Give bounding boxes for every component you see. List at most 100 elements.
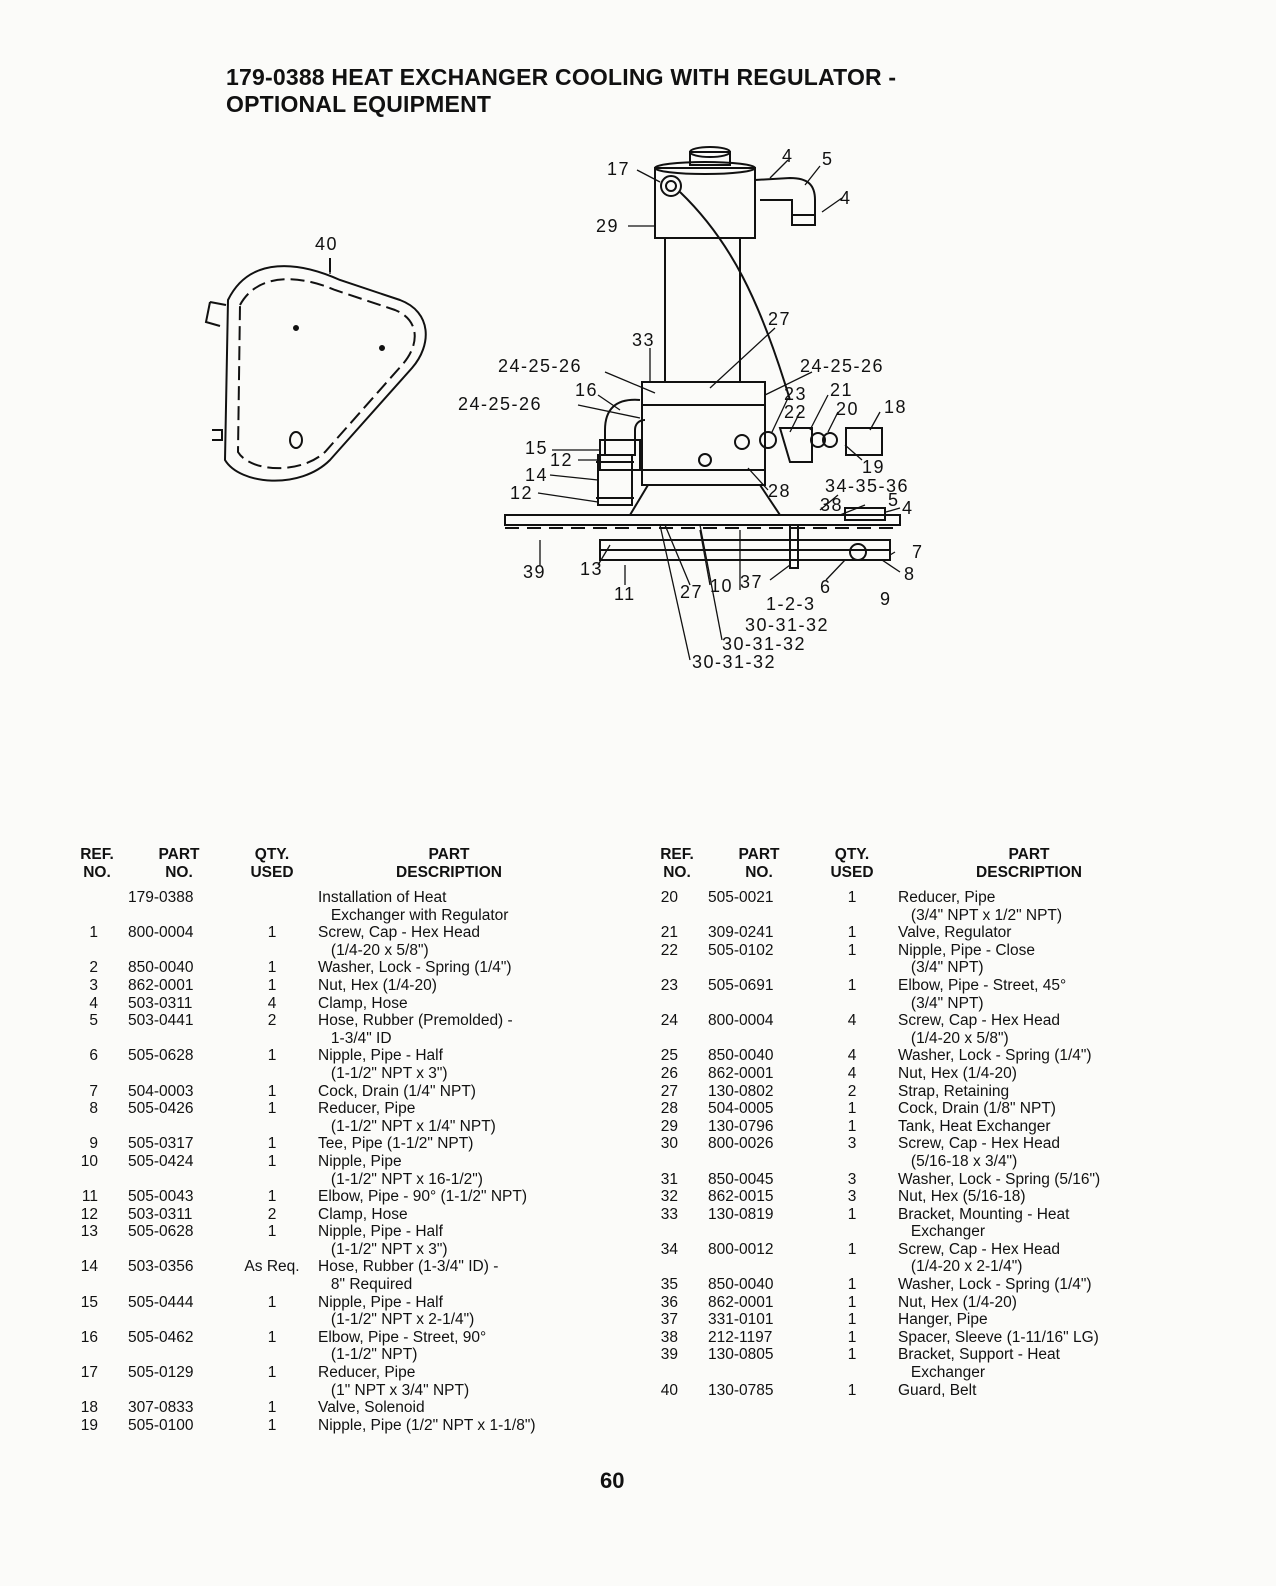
label-24-25-26-lower: 24-25-26	[458, 394, 542, 414]
part-no-cell: 503-0356	[128, 1258, 194, 1276]
header-part-no-right: PART NO.	[726, 846, 792, 882]
label-38: 38	[820, 495, 843, 515]
part-no-cell: 800-0012	[708, 1240, 774, 1258]
qty-used-cell: 1	[267, 1047, 277, 1065]
part-no-cell: 505-0444	[128, 1293, 194, 1311]
description-cell: Cock, Drain (1/4" NPT)	[318, 1082, 476, 1100]
description-cell: 8" Required	[318, 1276, 413, 1294]
qty-used-cell: 1	[847, 1311, 857, 1329]
qty-used-cell: 1	[847, 1328, 857, 1346]
description-cell: Nipple, Pipe - Close	[898, 941, 1035, 959]
exploded-parts-diagram: 40 17 29 4 5 4 27 33 24-25-26 24-25-26 2…	[204, 146, 924, 672]
description-cell: 1-3/4" ID	[318, 1029, 392, 1047]
qty-used-cell: 1	[847, 889, 857, 906]
ref-no-cell: 16	[80, 1328, 98, 1346]
qty-used-cell: 1	[267, 1188, 277, 1206]
header-ref-line1-right: REF.	[660, 846, 694, 863]
label-7: 7	[912, 542, 924, 562]
qty-used-cell: 1	[267, 1100, 277, 1118]
description-cell: Exchanger	[898, 1364, 986, 1382]
header-qty-line1: QTY.	[254, 846, 290, 863]
ref-no-cell: 26	[660, 1064, 678, 1082]
label-37: 37	[740, 572, 763, 592]
label-4-right: 4	[840, 188, 852, 208]
label-19: 19	[862, 457, 885, 477]
description-cell: Clamp, Hose	[318, 1205, 408, 1223]
description-cell: (1-1/2" NPT x 2-1/4")	[318, 1311, 475, 1329]
qty-used-cell: 1	[847, 924, 857, 942]
ref-no-cell: 31	[660, 1170, 678, 1188]
label-13: 13	[580, 559, 603, 579]
part-no-cell: 130-0805	[708, 1346, 774, 1364]
ref-no-cell: 27	[660, 1082, 678, 1100]
ref-no-cell: 24	[660, 1012, 678, 1030]
description-cell: Reducer, Pipe	[318, 1364, 416, 1382]
label-12-lower: 12	[510, 483, 533, 503]
description-cell: Washer, Lock - Spring (1/4")	[898, 1047, 1092, 1065]
part-no-cell: 505-0021	[708, 889, 774, 906]
part-no-cell: 505-0424	[128, 1152, 194, 1170]
qty-used-cell: 1	[847, 1100, 857, 1118]
qty-used-cell: 1	[267, 1223, 277, 1241]
label-8: 8	[904, 564, 916, 584]
description-cell: Tank, Heat Exchanger	[898, 1117, 1051, 1135]
title-line-2: OPTIONAL EQUIPMENT	[226, 91, 492, 117]
part-no-cell: 331-0101	[708, 1311, 774, 1329]
description-cell: Screw, Cap - Hex Head	[898, 1135, 1060, 1153]
part-no-cell: 504-0003	[128, 1082, 194, 1100]
qty-used-cell: 1	[267, 1152, 277, 1170]
header-qty-used-right: QTY. USED	[820, 846, 884, 882]
description-cell: Elbow, Pipe - Street, 45°	[898, 976, 1067, 994]
label-1-2-3: 1-2-3	[766, 594, 816, 614]
ref-no-cell: 1	[89, 924, 98, 942]
description-cell: Valve, Regulator	[898, 924, 1012, 942]
description-cell: Nut, Hex (5/16-18)	[898, 1188, 1026, 1206]
qty-used-cell: As Req.	[244, 1258, 300, 1276]
part-no-cell: 862-0015	[708, 1188, 774, 1206]
description-cell: (1-1/2" NPT)	[318, 1346, 418, 1364]
qty-used-cell: 1	[267, 1399, 277, 1417]
qty-used-cell: 1	[267, 1082, 277, 1100]
qty-used-cell: 3	[847, 1188, 857, 1206]
label-27-lower: 27	[680, 582, 703, 602]
ref-no-cell: 35	[660, 1276, 678, 1294]
label-33: 33	[632, 330, 655, 350]
label-34-35-36: 34-35-36	[825, 476, 909, 496]
ref-no-cell: 18	[80, 1399, 98, 1417]
part-no-cell: 850-0040	[708, 1276, 774, 1294]
qty-used-cell: 1	[267, 959, 277, 977]
belt-guard-drawing	[204, 258, 427, 482]
ref-no-cell: 22	[660, 941, 678, 959]
ref-no-cell: 13	[80, 1223, 98, 1241]
description-cell: (5/16-18 x 3/4")	[898, 1152, 1018, 1170]
qty-used-cell: 1	[847, 1346, 857, 1364]
qty-used-cell: 1	[267, 1416, 277, 1434]
description-cell: (1/4-20 x 5/8")	[898, 1029, 1009, 1047]
description-cell: Nipple, Pipe - Half	[318, 1293, 443, 1311]
description-cell: Nut, Hex (1/4-20)	[318, 976, 437, 994]
qty-used-cell: 1	[847, 1293, 857, 1311]
label-21: 21	[830, 380, 853, 400]
ref-no-cell: 4	[89, 994, 98, 1012]
ref-no-cell: 25	[660, 1047, 678, 1065]
header-part-no: PART NO.	[146, 846, 212, 882]
ref-no-cell: 3	[89, 976, 98, 994]
qty-used-cell: 1	[267, 1293, 277, 1311]
ref-no-cell: 29	[660, 1117, 678, 1135]
qty-used-cell: 1	[847, 1117, 857, 1135]
label-11: 11	[614, 584, 636, 604]
description-cell: Screw, Cap - Hex Head	[898, 1012, 1060, 1030]
description-cell: Exchanger	[898, 1223, 986, 1241]
description-cell: Exchanger with Regulator	[318, 906, 509, 924]
header-ref-no: REF. NO.	[74, 846, 120, 882]
description-cell: Nipple, Pipe (1/2" NPT x 1-1/8")	[318, 1416, 536, 1434]
header-description-right: PART DESCRIPTION	[954, 846, 1104, 882]
part-no-cell: 850-0040	[708, 1047, 774, 1065]
ref-no-cell: 7	[89, 1082, 98, 1100]
ref-no-cell: 23	[660, 976, 678, 994]
label-12-upper: 12	[550, 450, 573, 470]
qty-used-cell: 1	[267, 924, 277, 942]
header-qty-used: QTY. USED	[240, 846, 304, 882]
qty-used-cell: 3	[847, 1135, 857, 1153]
qty-used-cell: 1	[847, 1240, 857, 1258]
